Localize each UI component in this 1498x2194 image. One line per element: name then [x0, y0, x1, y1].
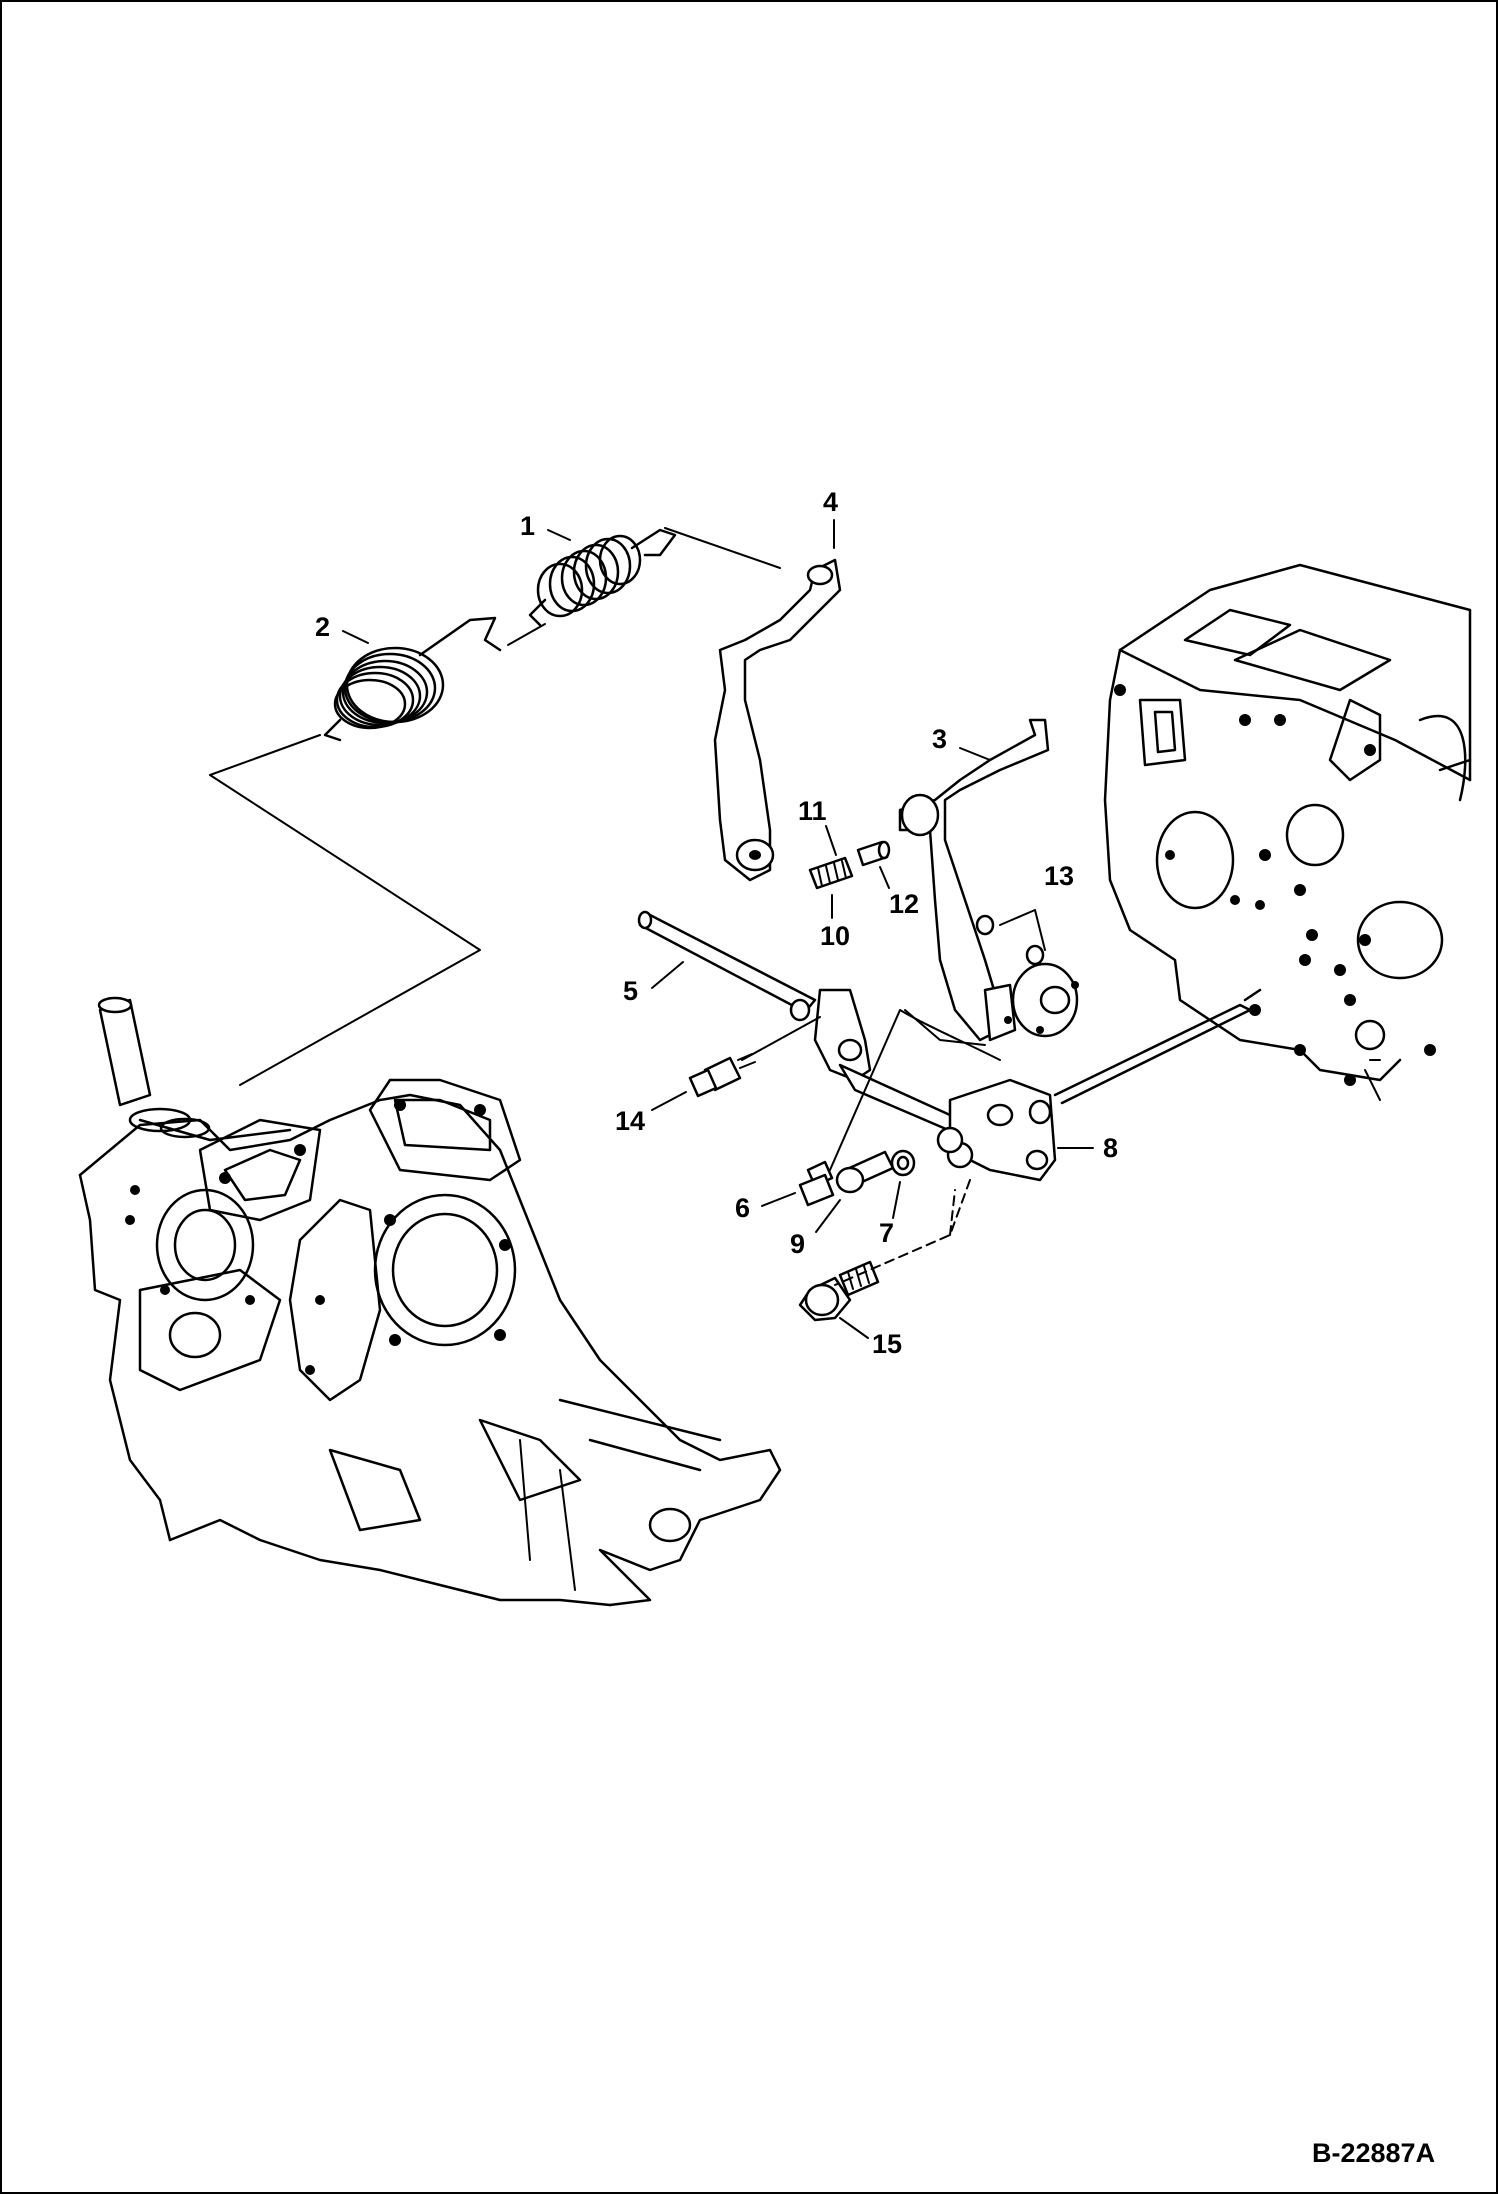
svg-text:1: 1: [520, 511, 535, 541]
washer-7: [890, 1149, 916, 1177]
callout-5: 5: [623, 961, 684, 1006]
svg-text:10: 10: [820, 921, 850, 951]
svg-text:7: 7: [879, 1218, 894, 1248]
svg-text:15: 15: [872, 1329, 902, 1359]
callout-14: 14: [615, 1091, 687, 1136]
callout-2: 2: [315, 612, 369, 644]
svg-text:13: 13: [1044, 861, 1074, 891]
callout-9: 9: [790, 1199, 841, 1259]
callout-1: 1: [520, 511, 571, 541]
parts-10-11-12: [808, 840, 891, 890]
shaft-5: [637, 910, 817, 1022]
bolt-6: [798, 1160, 835, 1207]
svg-text:6: 6: [735, 1193, 750, 1223]
svg-text:4: 4: [823, 487, 838, 517]
bolt-9: [835, 1150, 895, 1194]
svg-text:2: 2: [315, 612, 330, 642]
svg-text:12: 12: [889, 889, 919, 919]
callout-6: 6: [735, 1192, 796, 1223]
spring-1: [528, 528, 677, 627]
engine-block-right: [1103, 563, 1472, 1101]
svg-text:9: 9: [790, 1229, 805, 1259]
callout-7: 7: [879, 1181, 901, 1248]
bolt-15: [798, 1260, 880, 1322]
callout-12: 12: [879, 866, 919, 919]
lever-3: [898, 718, 1079, 1042]
callout-11: 11: [798, 796, 837, 856]
lever-assembly-8: [813, 988, 1262, 1182]
callout-13: 13: [1044, 861, 1074, 891]
engine-block-left: [78, 996, 782, 1607]
svg-text:14: 14: [615, 1106, 645, 1136]
svg-text:5: 5: [623, 976, 638, 1006]
svg-text:8: 8: [1103, 1133, 1118, 1163]
callout-10: 10: [820, 894, 850, 951]
leader-lines: [209, 527, 1046, 1286]
svg-text:11: 11: [798, 796, 827, 826]
svg-text:3: 3: [932, 724, 947, 754]
callout-15: 15: [839, 1317, 902, 1359]
callout-8: 8: [1057, 1133, 1118, 1163]
figure-id-label: B-22887A: [1312, 2138, 1435, 2168]
callout-3: 3: [932, 724, 991, 761]
spring-2: [323, 616, 502, 742]
bolt-14: [688, 1053, 756, 1098]
lever-4: [713, 558, 842, 882]
callout-4: 4: [823, 487, 838, 549]
pins-13: [975, 914, 1045, 966]
